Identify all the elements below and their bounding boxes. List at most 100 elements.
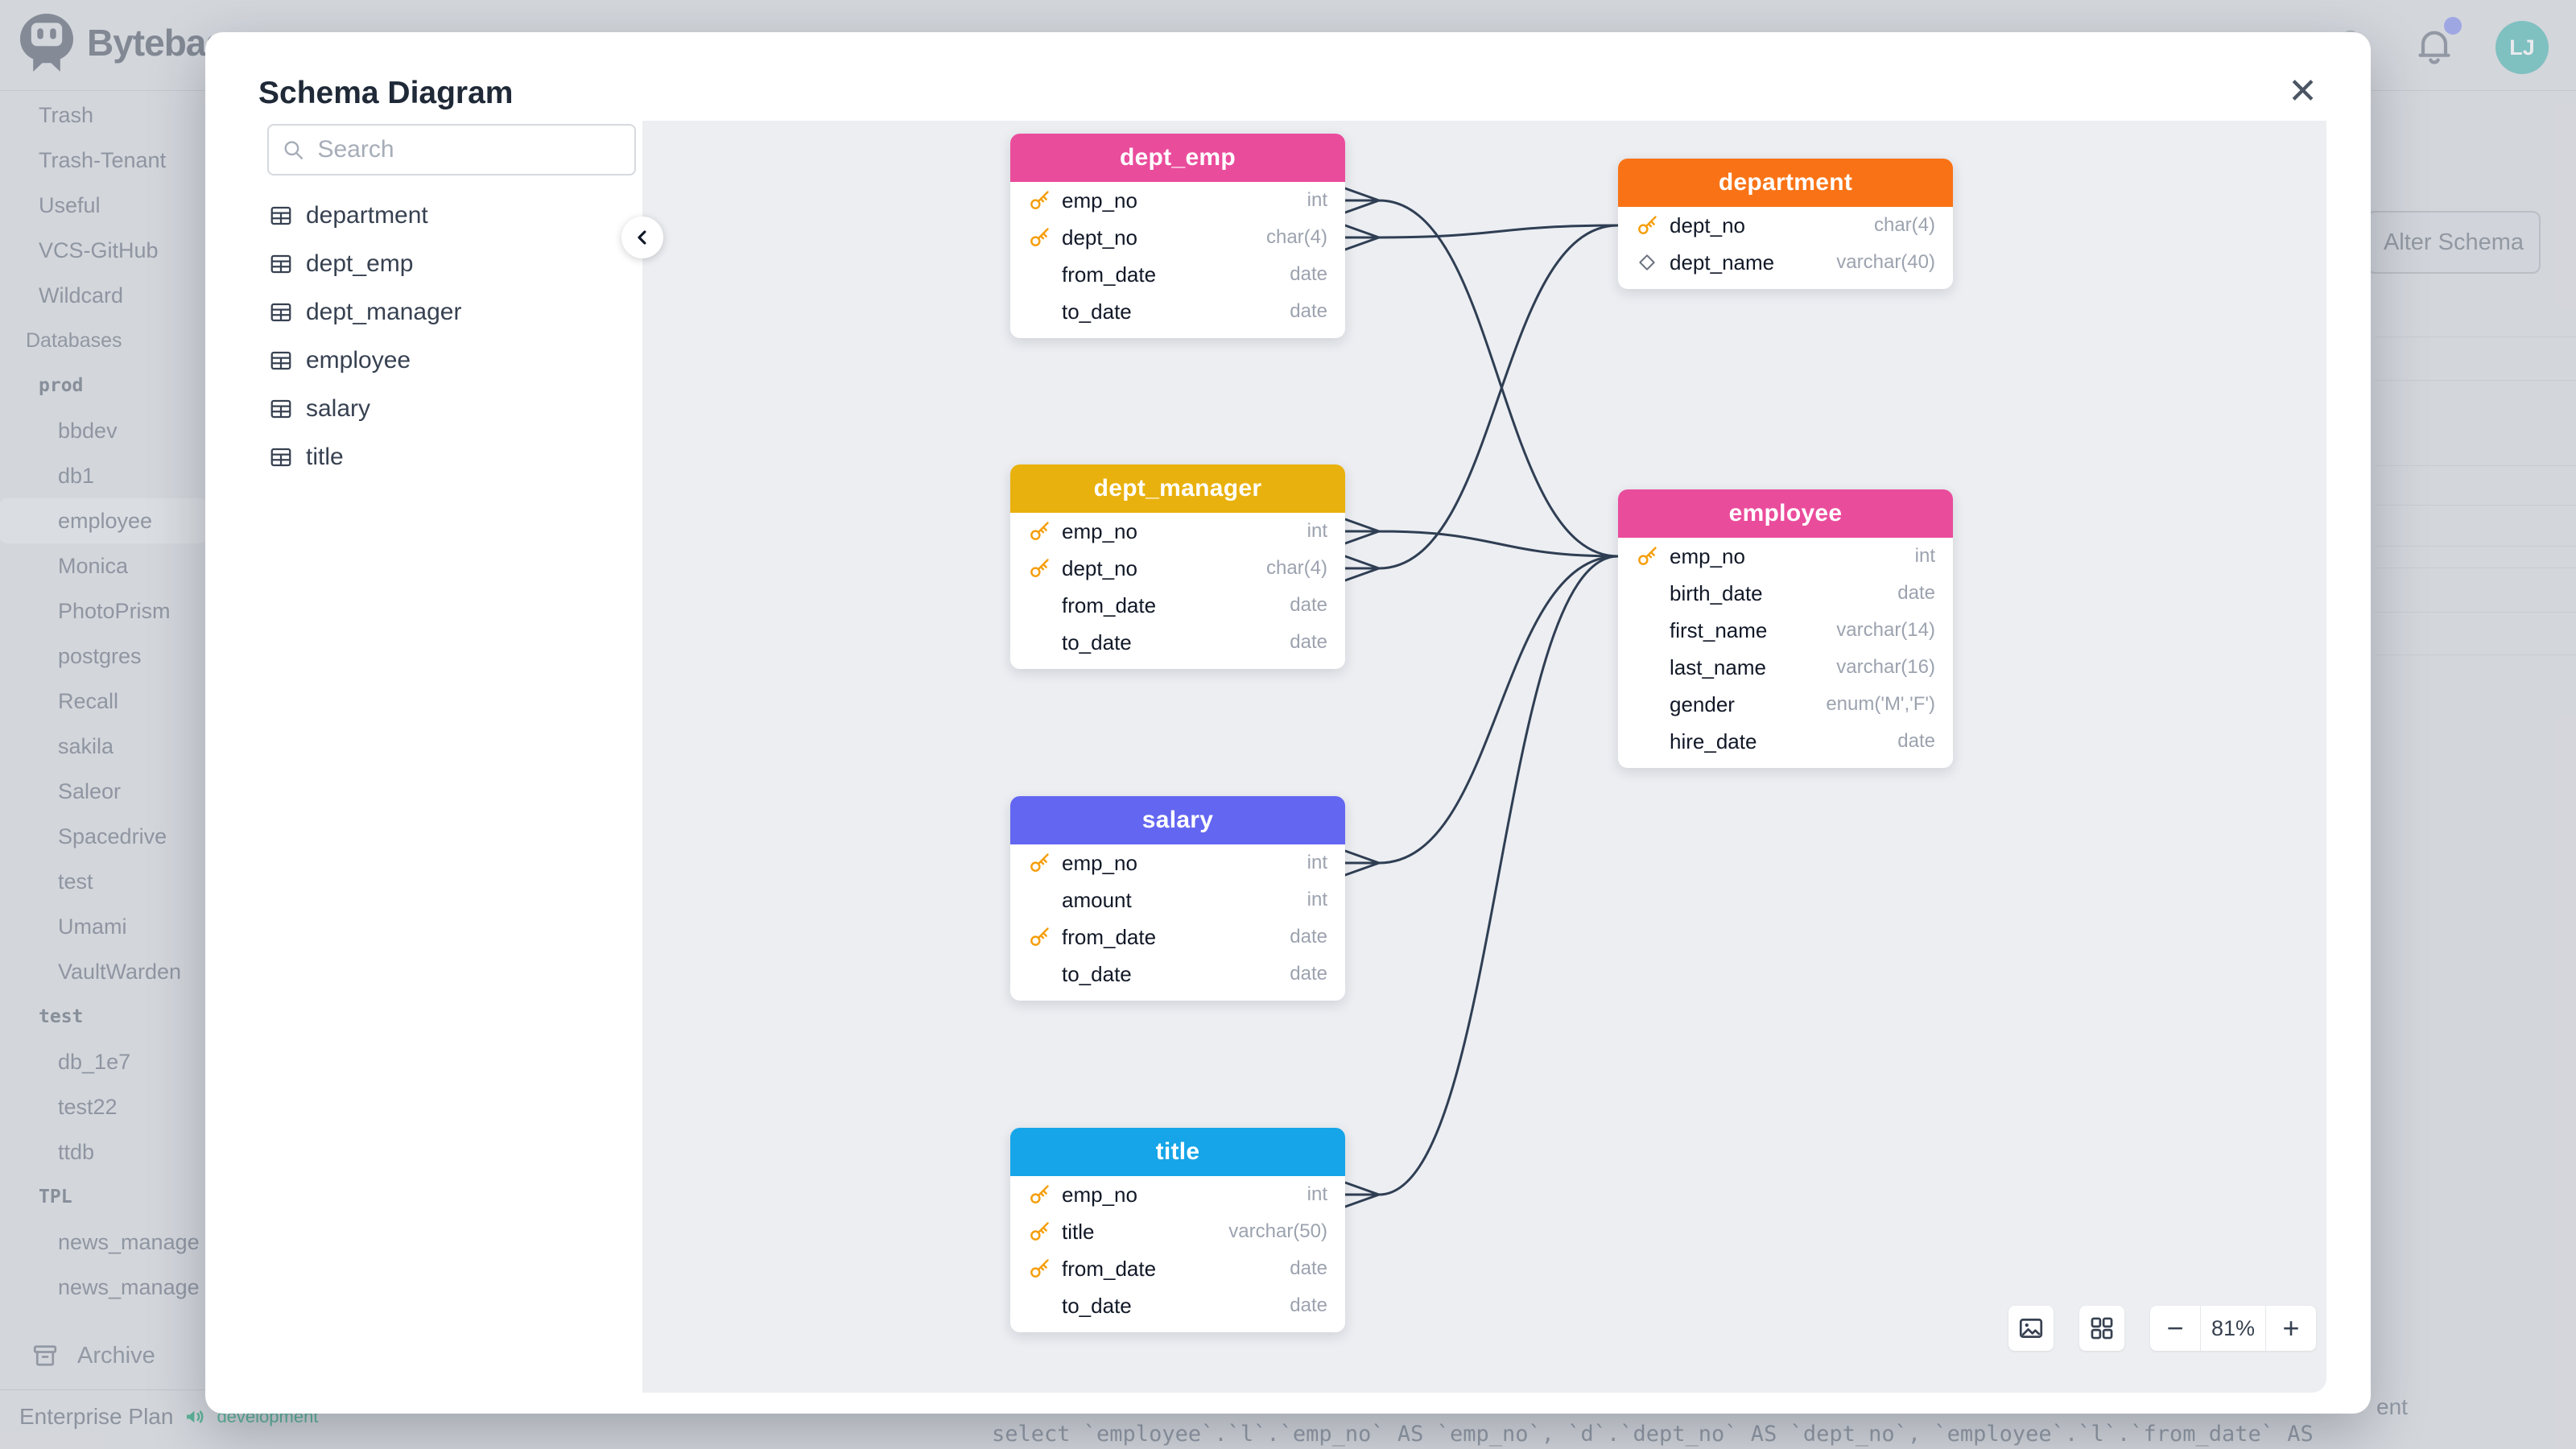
field-row-from_date: from_date date	[1010, 1250, 1345, 1287]
table-list-item-salary[interactable]: salary	[258, 385, 642, 433]
user-avatar[interactable]: LJ	[2496, 21, 2549, 74]
field-type: date	[1290, 963, 1327, 985]
table-list-label: department	[306, 202, 428, 229]
field-type: int	[1307, 189, 1327, 211]
relationship-dept_manager.dept_no-to-department.dept_no	[1344, 224, 1620, 582]
field-type: date	[1290, 263, 1327, 285]
field-name: amount	[1062, 887, 1132, 912]
table-icon	[270, 254, 291, 274]
sidebar-item-archive[interactable]: Archive	[31, 1341, 155, 1370]
index-diamond-icon	[1639, 254, 1655, 270]
sidebar-item-Spacedrive[interactable]: Spacedrive	[58, 824, 167, 848]
field-type: date	[1897, 730, 1935, 752]
export-image-button[interactable]	[2008, 1306, 2054, 1351]
sidebar-item-employee[interactable]: employee	[0, 498, 206, 543]
sidebar-item-VaultWarden[interactable]: VaultWarden	[58, 960, 182, 984]
relationship-dept_emp.dept_no-to-department.dept_no	[1344, 224, 1620, 251]
primary-key-icon	[1030, 559, 1049, 577]
bytebase-logo-icon	[18, 11, 76, 74]
announcement-speaker-icon	[187, 1410, 204, 1423]
sidebar-item-news_manage[interactable]: news_manage	[58, 1230, 200, 1254]
table-card-salary[interactable]: salary emp_no int amount int from_date d…	[1010, 796, 1345, 1001]
field-row-dept_no: dept_no char(4)	[1010, 550, 1345, 587]
alter-schema-button[interactable]: Alter Schema	[2367, 211, 2541, 274]
sidebar-item-bbdev[interactable]: bbdev	[58, 419, 118, 443]
auto-layout-button[interactable]	[2079, 1306, 2124, 1351]
field-name: first_name	[1670, 617, 1768, 642]
table-card-title: title	[1010, 1128, 1345, 1176]
table-list-item-dept_manager[interactable]: dept_manager	[258, 288, 642, 336]
sidebar-bottom-divider	[0, 1389, 206, 1390]
sidebar-section-test[interactable]: test	[39, 1006, 84, 1027]
table-list-item-employee[interactable]: employee	[258, 336, 642, 385]
sidebar-item-PhotoPrism[interactable]: PhotoPrism	[58, 599, 171, 623]
field-row-dept_name: dept_name varchar(40)	[1618, 244, 1953, 281]
table-list-item-department[interactable]: department	[258, 192, 642, 240]
diagram-canvas[interactable]: − 81% + dept_emp emp_no int dept_no char…	[642, 121, 2326, 1393]
search-input[interactable]	[316, 135, 621, 164]
image-icon	[2019, 1319, 2043, 1338]
field-type: enum('M','F')	[1826, 693, 1935, 715]
field-type: date	[1290, 926, 1327, 947]
close-icon[interactable]: ✕	[2288, 72, 2318, 111]
sidebar-section-TPL[interactable]: TPL	[39, 1187, 72, 1208]
sidebar-item-Monica[interactable]: Monica	[58, 554, 129, 578]
table-card-title: dept_emp	[1010, 134, 1345, 182]
background-row-line	[2375, 336, 2576, 337]
notification-dot	[2444, 16, 2462, 35]
sidebar-item-Saleor[interactable]: Saleor	[58, 779, 122, 803]
field-name: gender	[1670, 691, 1735, 716]
sidebar-item-VCS-GitHub[interactable]: VCS-GitHub	[39, 238, 159, 262]
field-name: birth_date	[1670, 580, 1763, 605]
sidebar-item-Trash-Tenant[interactable]: Trash-Tenant	[39, 148, 167, 172]
table-list-panel: department dept_empdept_manageremployeesa…	[258, 121, 643, 1393]
sidebar-item-Trash[interactable]: Trash	[39, 103, 94, 127]
field-row-title: title varchar(50)	[1010, 1213, 1345, 1250]
sidebar-item-sakila[interactable]: sakila	[58, 734, 114, 758]
sidebar-item-Recall[interactable]: Recall	[58, 689, 119, 713]
collapse-panel-button[interactable]	[621, 217, 663, 258]
sidebar-item-db1[interactable]: db1	[58, 464, 95, 488]
field-type: date	[1290, 1257, 1327, 1279]
background-row-line	[2375, 505, 2576, 506]
zoom-in-button[interactable]: +	[2282, 1311, 2300, 1344]
sidebar-item-postgres[interactable]: postgres	[58, 644, 142, 668]
sidebar-item-Umami[interactable]: Umami	[58, 914, 127, 939]
table-card-title: department	[1618, 159, 1953, 207]
table-card-dept_manager[interactable]: dept_manager emp_no int dept_no char(4) …	[1010, 464, 1345, 669]
table-list-item-dept_emp[interactable]: dept_emp	[258, 240, 642, 288]
table-card-department[interactable]: department dept_no char(4) dept_name var…	[1618, 159, 1953, 289]
sidebar-item-db_1e7[interactable]: db_1e7	[58, 1050, 131, 1074]
table-card-title[interactable]: title emp_no int title varchar(50) from_…	[1010, 1128, 1345, 1332]
field-row-to_date: to_date date	[1010, 956, 1345, 993]
sidebar-item-Wildcard[interactable]: Wildcard	[39, 283, 124, 308]
background-row-line	[2375, 380, 2576, 381]
field-name: to_date	[1062, 630, 1132, 654]
archive-box-icon	[33, 1345, 57, 1366]
field-name: dept_no	[1062, 225, 1137, 250]
field-type: varchar(40)	[1836, 251, 1935, 273]
field-row-last_name: last_name varchar(16)	[1618, 649, 1953, 686]
field-row-emp_no: emp_no int	[1010, 513, 1345, 550]
notifications-bell-icon[interactable]	[2412, 16, 2462, 72]
table-icon	[270, 448, 291, 467]
field-type: varchar(16)	[1836, 656, 1935, 678]
background-row-line	[2375, 612, 2576, 613]
zoom-out-button[interactable]: −	[2166, 1311, 2184, 1344]
field-row-hire_date: hire_date date	[1618, 723, 1953, 760]
sidebar-item-Useful[interactable]: Useful	[39, 193, 101, 217]
table-card-title: employee	[1618, 489, 1953, 538]
field-type: int	[1307, 1183, 1327, 1205]
primary-key-icon	[1638, 216, 1657, 234]
table-card-employee[interactable]: employee emp_no int birth_date date firs…	[1618, 489, 1953, 768]
table-list-item-title[interactable]: title	[258, 433, 642, 481]
field-row-from_date: from_date date	[1010, 919, 1345, 956]
sidebar-item-test22[interactable]: test22	[58, 1095, 118, 1119]
sidebar-item-news_manage[interactable]: news_manage	[58, 1275, 200, 1299]
field-type: date	[1290, 300, 1327, 322]
sidebar-section-prod[interactable]: prod	[39, 375, 84, 396]
table-card-dept_emp[interactable]: dept_emp emp_no int dept_no char(4) from…	[1010, 134, 1345, 338]
sidebar-item-ttdb[interactable]: ttdb	[58, 1140, 95, 1164]
sidebar-item-test[interactable]: test	[58, 869, 93, 894]
